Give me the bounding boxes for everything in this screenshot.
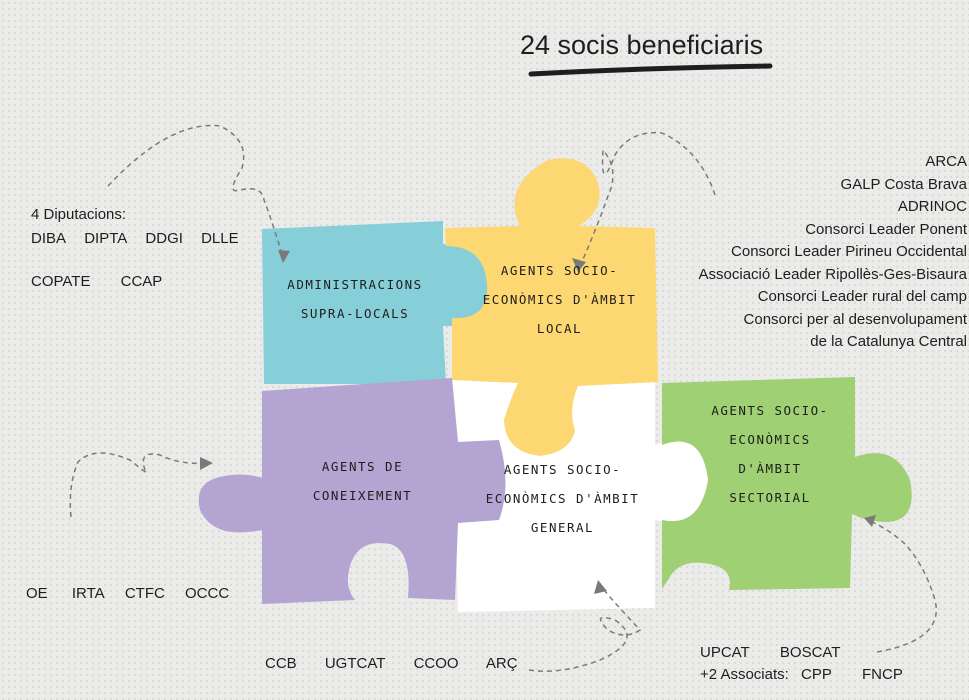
- label-sectorial: AGENTS SOCIO-ECONÒMICS D'ÀMBIT SECTORIAL: [711, 403, 829, 505]
- arrowhead-general: [594, 580, 607, 594]
- list-item: Consorci Leader rural del camp: [757, 288, 967, 305]
- arrowhead-admin: [278, 250, 290, 263]
- page-title: 24 socis beneficiaris: [520, 30, 764, 60]
- arrowhead-local: [572, 258, 586, 272]
- list-item: CPP: [800, 666, 832, 683]
- arrow-sectorial: [869, 520, 937, 653]
- list-item: OE: [26, 585, 48, 602]
- associats-prefix: +2 Associats:: [700, 666, 789, 683]
- arrow-coneixement: [69, 452, 208, 518]
- other-admin-list: COPATE CCAP: [31, 271, 176, 293]
- label-general: AGENTS SOCIO-ECONÒMICS D'ÀMBIT GENERAL: [485, 462, 640, 535]
- arrowhead-sectorial: [864, 515, 876, 527]
- list-item: Associació Leader Ripollès-Ges-Bisaura: [698, 265, 967, 283]
- sectorial-agents-line1: UPCAT BOSCAT: [700, 642, 854, 664]
- label-local: AGENTS SOCIO-ECONÒMICS D'ÀMBIT LOCAL: [482, 263, 637, 336]
- list-item: BOSCAT: [779, 644, 841, 661]
- list-item: Consorci Leader Ponent: [805, 220, 967, 238]
- list-item: ADRINOC: [897, 198, 967, 215]
- sectorial-agents-line2: +2 Associats: CPP FNCP: [700, 664, 917, 686]
- diputacions-heading: 4 Diputacions:: [31, 206, 127, 223]
- admin-item: CCAP: [120, 273, 163, 290]
- list-item: FNCP: [862, 666, 903, 683]
- general-agents-list: CCB UGTCAT CCOO ARÇ: [265, 653, 532, 675]
- list-item: GALP Costa Brava: [840, 175, 967, 193]
- knowledge-agents-list: OE IRTA CTFC OCCC: [26, 583, 243, 605]
- diputacions-list: DIBA DIPTA DDGI DLLE: [31, 228, 253, 250]
- title-underline: [528, 63, 773, 77]
- label-admin: ADMINISTRACIONS SUPRA-LOCALS: [287, 277, 423, 321]
- diputacio-item: DDGI: [145, 230, 183, 247]
- list-item: de la Catalunya Central: [810, 333, 967, 350]
- list-item: Consorci per al desenvolupament: [743, 310, 967, 328]
- list-item: UGTCAT: [324, 655, 386, 672]
- list-item: UPCAT: [700, 644, 750, 661]
- arrowhead-coneixement: [200, 457, 213, 470]
- piece-local: [445, 158, 658, 456]
- piece-sectorial: [662, 377, 912, 590]
- piece-admin: [262, 221, 489, 384]
- label-coneixement: AGENTS DE CONEIXEMENT: [312, 459, 413, 503]
- diputacio-item: DLLE: [201, 230, 239, 247]
- list-item: CCOO: [413, 655, 459, 672]
- arrow-admin: [107, 124, 284, 258]
- list-item: CCB: [265, 655, 297, 672]
- list-item: OCCC: [185, 585, 230, 602]
- piece-coneixement: [198, 378, 506, 604]
- local-agents-list: ARCA GALP Costa Brava ADRINOC Consorci L…: [699, 151, 967, 354]
- list-item: ARÇ: [485, 655, 518, 672]
- admin-item: COPATE: [31, 273, 91, 290]
- list-item: CTFC: [124, 585, 165, 602]
- list-item: ARCA: [925, 153, 967, 170]
- diputacio-item: DIPTA: [84, 230, 128, 247]
- arrow-local: [579, 131, 716, 267]
- diputacio-item: DIBA: [31, 230, 67, 247]
- list-item: Consorci Leader Pirineu Occidental: [731, 243, 967, 260]
- list-item: IRTA: [71, 585, 105, 602]
